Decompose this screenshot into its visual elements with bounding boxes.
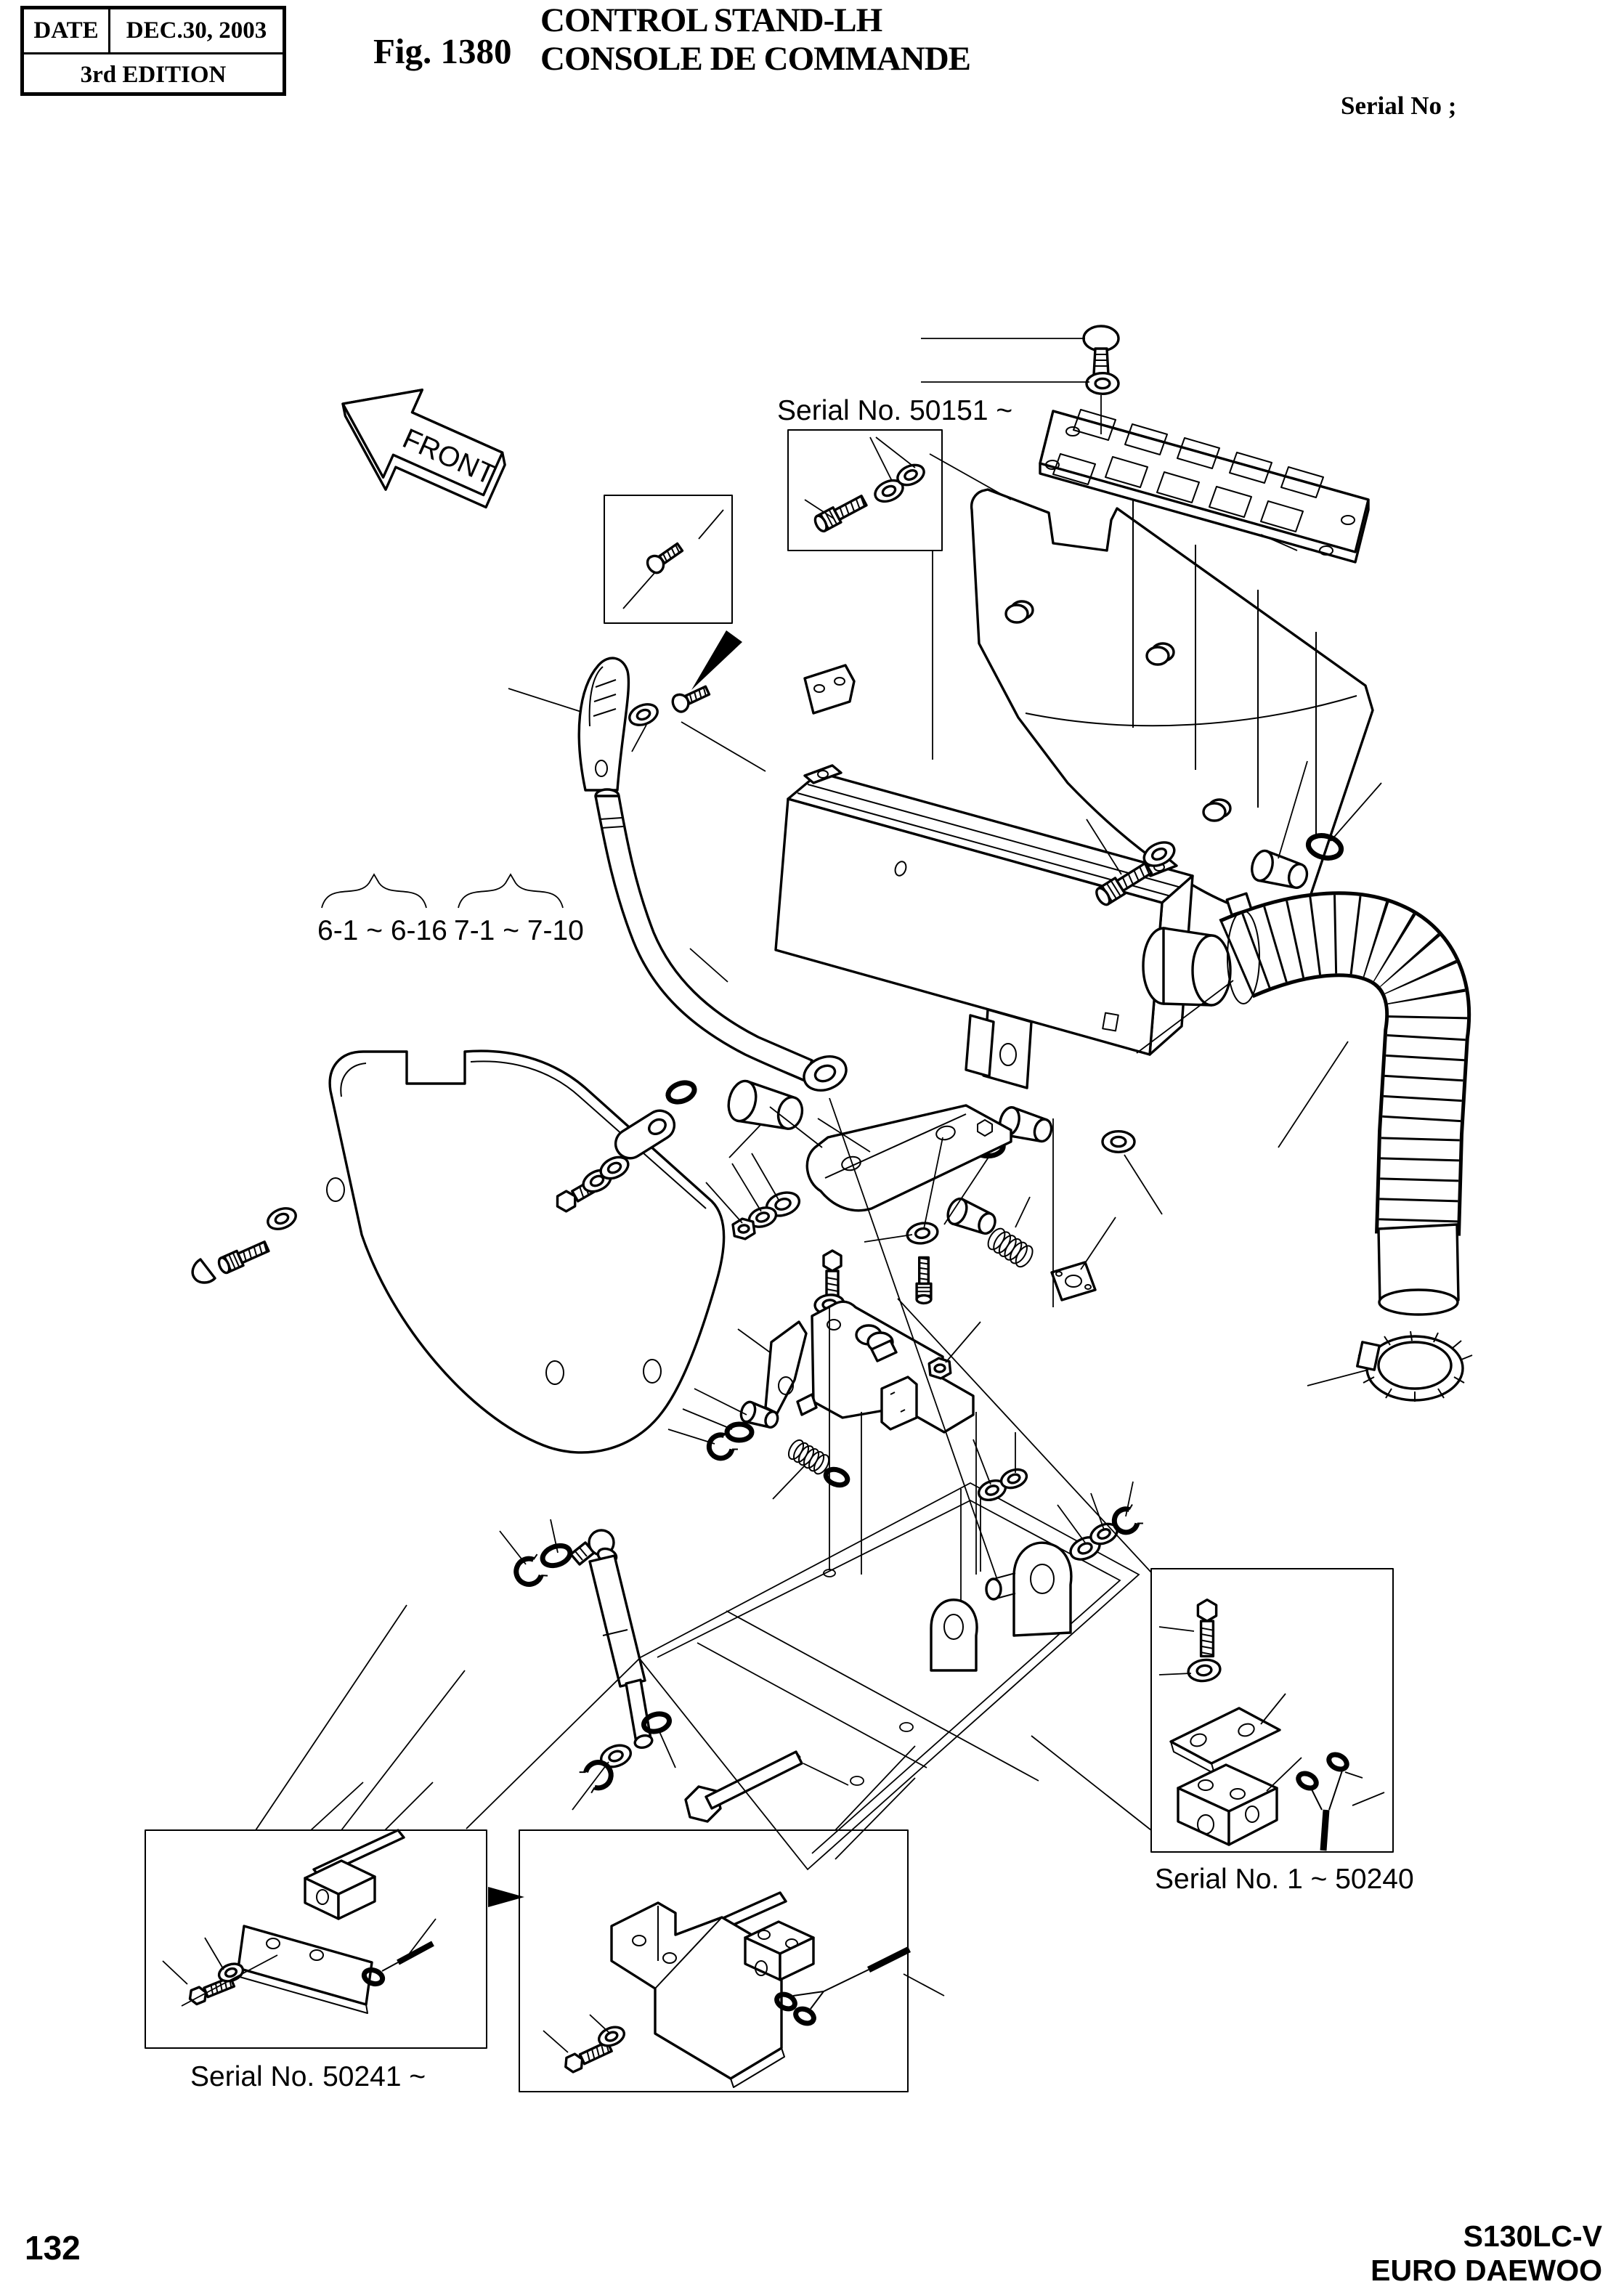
footer-model-block: S130LC-V EURO DAEWOO	[1371, 2219, 1602, 2288]
side-cover-panel	[191, 1049, 726, 1454]
serial-50241-inset-left: Serial No. 50241 ~	[145, 1829, 487, 2092]
serial-50151-label: Serial No. 50151 ~	[777, 395, 1012, 426]
bracket-left	[237, 1925, 373, 2014]
front-arrow: FRONT	[341, 389, 506, 509]
grid-plate	[1039, 409, 1370, 564]
body-ear-bracket	[803, 664, 856, 715]
page-number: 132	[25, 2229, 81, 2267]
inset-plate	[1169, 1707, 1281, 1774]
pointer-arrow-bottom	[488, 1887, 524, 1907]
serial-50241-inset-right	[519, 1829, 912, 2092]
mount-plate	[805, 1104, 1012, 1212]
hose-clamp-bottom	[1356, 1331, 1473, 1402]
console-body	[774, 664, 1232, 1089]
serial-50241-label: Serial No. 50241 ~	[190, 2061, 426, 2092]
grip-washer	[625, 699, 662, 731]
title-french: CONSOLE DE COMMANDE	[540, 40, 971, 78]
figure-number: Fig. 1380	[373, 31, 512, 71]
latch-lever-piece	[764, 1320, 818, 1416]
serial-50151-inset: Serial No. 50151 ~	[777, 395, 1012, 551]
lever-assembly	[577, 657, 848, 1135]
lever-rod	[594, 788, 848, 1092]
page-title: CONTROL STAND-LH CONSOLE DE COMMANDE	[540, 1, 971, 78]
range-left-label: 6-1 ~ 6-16	[317, 915, 447, 946]
square-plate	[1050, 1261, 1097, 1301]
bellows-hose	[1219, 891, 1473, 1402]
serial-no-label: Serial No ;	[1341, 92, 1457, 120]
leader-lines	[162, 338, 1385, 2053]
title-english: CONTROL STAND-LH	[540, 1, 882, 39]
pivot-lugs	[930, 1541, 1073, 1672]
wire-terminal-left	[362, 1941, 434, 1986]
top-screw-assembly	[1082, 325, 1120, 396]
serial-1-50240-inset: Serial No. 1 ~ 50240	[1150, 1568, 1414, 1895]
lever-grip	[577, 657, 630, 792]
model-code: S130LC-V	[1463, 2219, 1602, 2253]
latch-bracket	[811, 1300, 975, 1434]
range-braces: 6-1 ~ 6-16 7-1 ~ 7-10	[317, 873, 584, 946]
grid-plate-holes	[1052, 409, 1324, 532]
grip-screw	[668, 681, 712, 715]
bracket-right	[610, 1901, 785, 2088]
date-value: DEC.30, 2003	[126, 17, 267, 44]
inset-wire-terminal	[1296, 1752, 1349, 1851]
center-hardware	[705, 1104, 1097, 1488]
serial-1-50240-label: Serial No. 1 ~ 50240	[1155, 1864, 1414, 1895]
wire-terminal-right	[774, 1946, 912, 2026]
pointer-arrow-main	[691, 630, 742, 690]
body-port	[1142, 927, 1232, 1007]
range-right-label: 7-1 ~ 7-10	[454, 915, 584, 946]
date-label: DATE	[33, 17, 99, 44]
inset-switch-block	[1177, 1763, 1278, 1846]
switch-right	[744, 1920, 815, 1981]
gas-spring	[512, 1529, 803, 1823]
side-cover-hardware-left	[191, 1203, 301, 1284]
long-bolt	[684, 1750, 803, 1823]
side-cover-link-hardware	[551, 1079, 697, 1216]
hose-clamp-top	[1225, 892, 1260, 1004]
switch-left	[304, 1859, 376, 1920]
rod-bushing	[725, 1078, 807, 1135]
edition-label: 3rd EDITION	[80, 62, 227, 88]
brand-name: EURO DAEWOO	[1371, 2254, 1602, 2287]
date-edition-table: DATE DEC.30, 2003 3rd EDITION	[20, 6, 286, 96]
inset-screw-box	[604, 495, 733, 624]
base-frame	[638, 1465, 1143, 1871]
